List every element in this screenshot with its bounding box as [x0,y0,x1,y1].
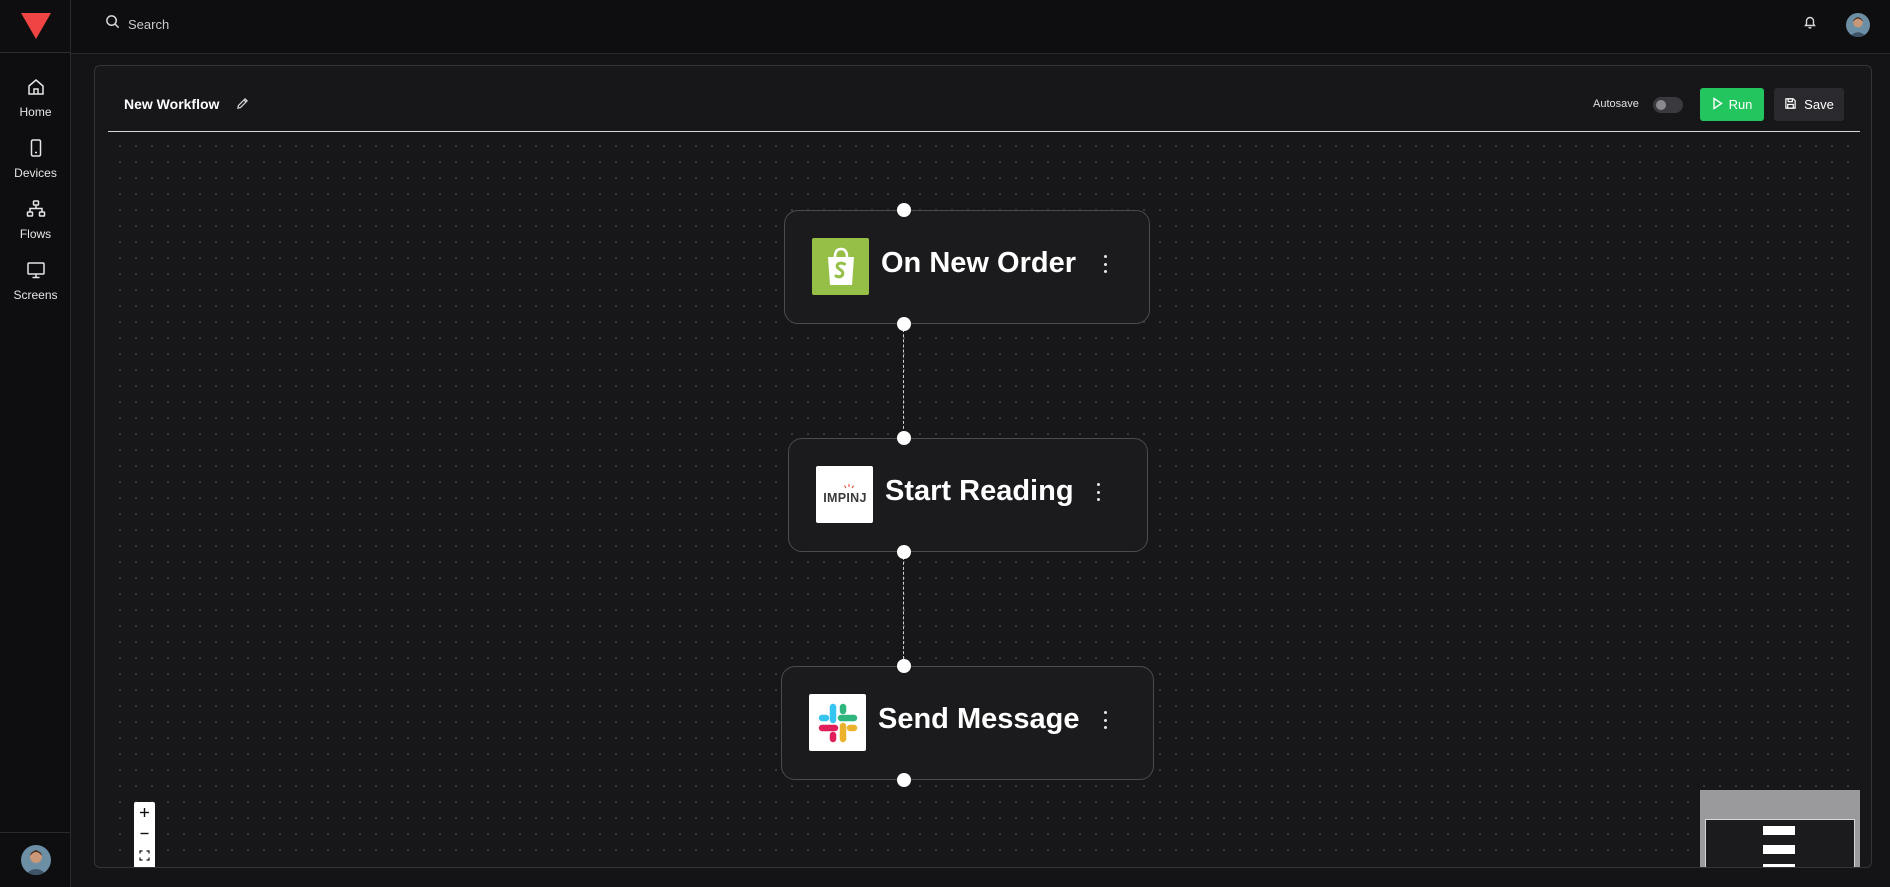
edge-connector [903,547,904,664]
node-output-handle[interactable] [897,773,911,787]
run-button[interactable]: Run [1700,88,1764,121]
plus-icon [140,808,149,817]
sidebar-user [0,832,71,887]
minimap-node [1763,826,1795,835]
sidebar-item-label: Screens [13,288,58,302]
sidebar: Home Devices Flows Screens [0,0,71,887]
app-logo[interactable] [0,0,71,53]
slack-logo-icon [809,694,866,751]
node-label: On New Order [881,247,1076,279]
monitor-icon [25,259,47,281]
more-vertical-icon[interactable] [1099,707,1111,733]
save-button[interactable]: Save [1774,88,1844,121]
shopify-logo-icon [812,238,869,295]
lock-button[interactable] [134,867,155,868]
search-placeholder: Search [128,16,170,32]
minimap-node [1763,864,1795,867]
floppy-disk-icon [1784,97,1797,113]
device-icon [25,137,47,159]
node-input-handle[interactable] [897,203,911,217]
search-icon [105,14,120,34]
edge-connector [903,319,904,434]
sidebar-item-screens[interactable]: Screens [0,259,71,315]
impinj-logo-icon: IMPINJ [816,466,873,523]
sidebar-item-label: Devices [14,166,57,180]
more-vertical-icon[interactable] [1092,479,1104,505]
sidebar-item-label: Home [19,105,52,119]
edit-pencil-icon[interactable] [236,97,250,111]
node-label: Send Message [878,703,1080,735]
fit-view-icon [139,850,150,861]
notifications-bell-icon[interactable] [1802,14,1820,32]
sidebar-item-flows[interactable]: Flows [0,198,71,254]
zoom-out-button[interactable] [134,823,155,844]
play-icon [1712,96,1723,113]
flow-node-on-new-order[interactable]: On New Order [784,210,1150,324]
node-output-handle[interactable] [897,545,911,559]
flow-node-start-reading[interactable]: IMPINJ Start Reading [788,438,1148,552]
flow-node-send-message[interactable]: Send Message [781,666,1154,780]
autosave-toggle[interactable] [1653,97,1683,113]
sidebar-item-label: Flows [19,227,52,241]
minimap[interactable] [1700,790,1860,867]
node-input-handle[interactable] [897,659,911,673]
node-input-handle[interactable] [897,431,911,445]
minus-icon [140,832,149,835]
run-label: Run [1728,97,1753,112]
flows-icon [25,198,47,220]
workflow-title: New Workflow [124,96,220,112]
user-avatar[interactable] [1846,13,1870,37]
sidebar-item-devices[interactable]: Devices [0,137,71,193]
home-icon [25,76,47,98]
flow-canvas[interactable]: On New Order IMPINJ Start Reading [108,134,1860,867]
canvas-controls [134,802,155,868]
workflow-panel: New Workflow Autosave Run Save [94,65,1872,868]
workflow-header: New Workflow Autosave Run Save [108,66,1860,132]
sidebar-item-home[interactable]: Home [0,76,71,132]
autosave-label: Autosave [1593,98,1639,110]
node-label: Start Reading [885,475,1074,507]
logo-icon [20,13,51,39]
save-label: Save [1804,97,1834,112]
toggle-knob [1656,100,1666,110]
top-bar: Search [71,0,1890,54]
minimap-node [1763,845,1795,854]
more-vertical-icon[interactable] [1099,251,1111,277]
search-input[interactable]: Search [105,14,169,34]
zoom-in-button[interactable] [134,802,155,823]
fit-view-button[interactable] [134,845,155,866]
impinj-wordmark: IMPINJ [823,491,866,505]
avatar[interactable] [20,845,51,875]
node-output-handle[interactable] [897,317,911,331]
